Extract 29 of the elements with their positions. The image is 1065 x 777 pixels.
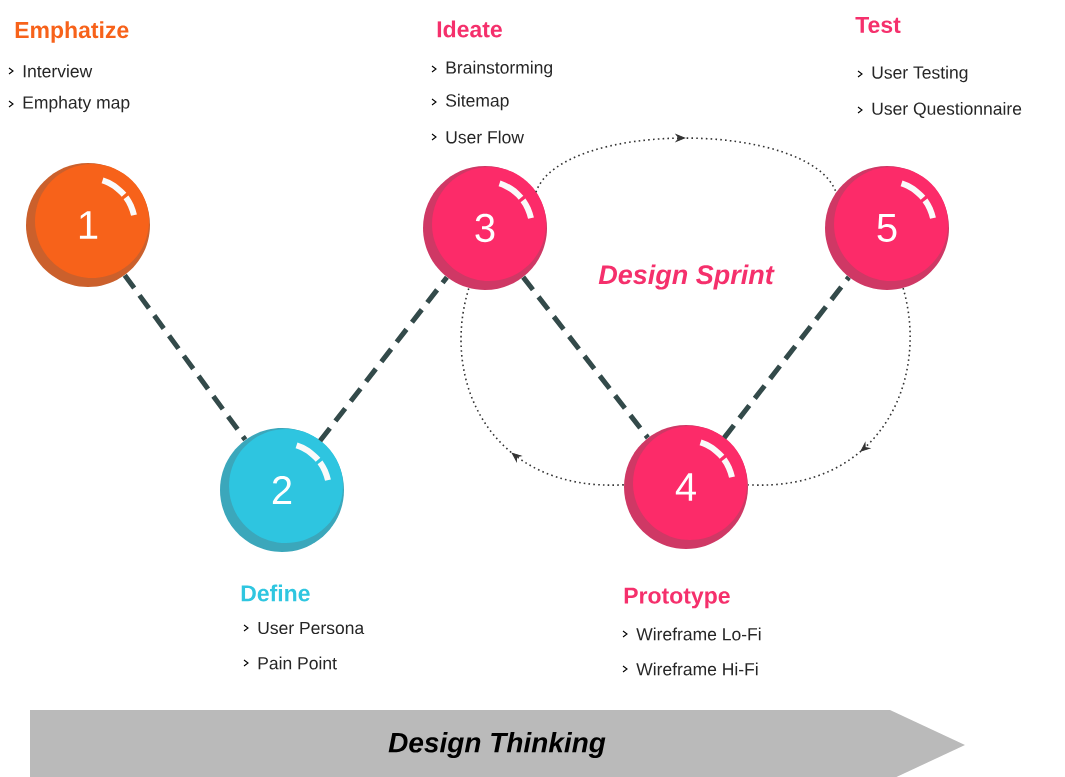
list-item: User Questionnaire bbox=[857, 102, 1022, 118]
list-item: Wireframe Hi-Fi bbox=[622, 662, 758, 676]
phase-heading: Emphatize bbox=[15, 21, 129, 43]
numbered-ball: 2 bbox=[220, 428, 344, 552]
list-item: Brainstorming bbox=[431, 60, 553, 78]
phase-heading: Prototype bbox=[624, 587, 730, 609]
list-item: Interview bbox=[8, 64, 93, 78]
list-item: Wireframe Lo-Fi bbox=[622, 627, 761, 641]
phase-heading: Ideate bbox=[437, 20, 502, 38]
list-item: User Persona bbox=[243, 621, 365, 635]
list-item: User Flow bbox=[431, 130, 524, 144]
phase-heading: Test bbox=[855, 17, 901, 33]
connector bbox=[535, 134, 837, 194]
connector bbox=[747, 287, 911, 486]
numbered-ball: 1 bbox=[26, 163, 150, 287]
connector bbox=[318, 275, 449, 443]
connector bbox=[521, 275, 650, 440]
connector bbox=[460, 287, 625, 486]
list-item: Emphaty map bbox=[8, 95, 130, 113]
numbered-ball: 3 bbox=[423, 166, 547, 290]
list-item: Sitemap bbox=[431, 93, 509, 111]
list-item: User Testing bbox=[857, 65, 968, 83]
list-item: Pain Point bbox=[243, 656, 337, 670]
phase-heading: Define bbox=[241, 584, 310, 602]
connector bbox=[122, 273, 248, 442]
sprint-label: Design Sprint bbox=[598, 264, 775, 290]
numbered-ball: 4 bbox=[624, 425, 748, 549]
numbered-ball: 5 bbox=[825, 166, 949, 290]
connector bbox=[722, 275, 851, 440]
